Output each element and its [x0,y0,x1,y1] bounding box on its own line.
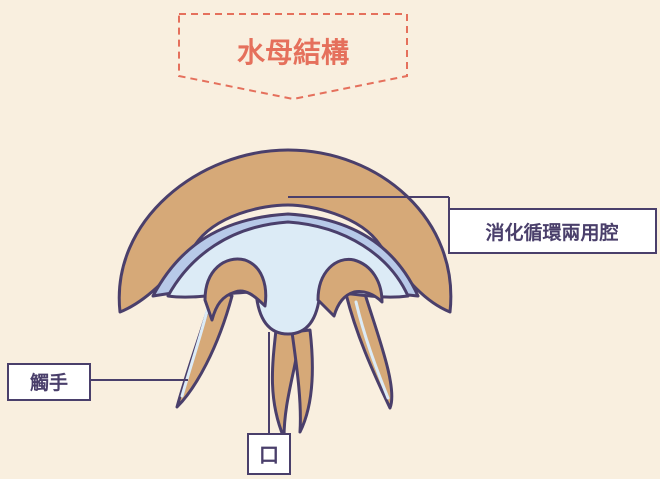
label-tentacle: 觸手 [7,363,188,401]
title-banner: 水母結構 [178,13,408,101]
label-cavity: 消化循環兩用腔 [288,196,657,254]
tentacle-label: 觸手 [30,371,68,394]
jellyfish-illustration [117,148,453,440]
mouth-label: 口 [259,443,279,467]
oral-arm [316,257,384,318]
tentacle [290,328,314,434]
page-title: 水母結構 [237,36,349,69]
oral-arm [203,257,268,322]
cavity-label: 消化循環兩用腔 [485,221,618,244]
label-mouth: 口 [247,332,291,475]
